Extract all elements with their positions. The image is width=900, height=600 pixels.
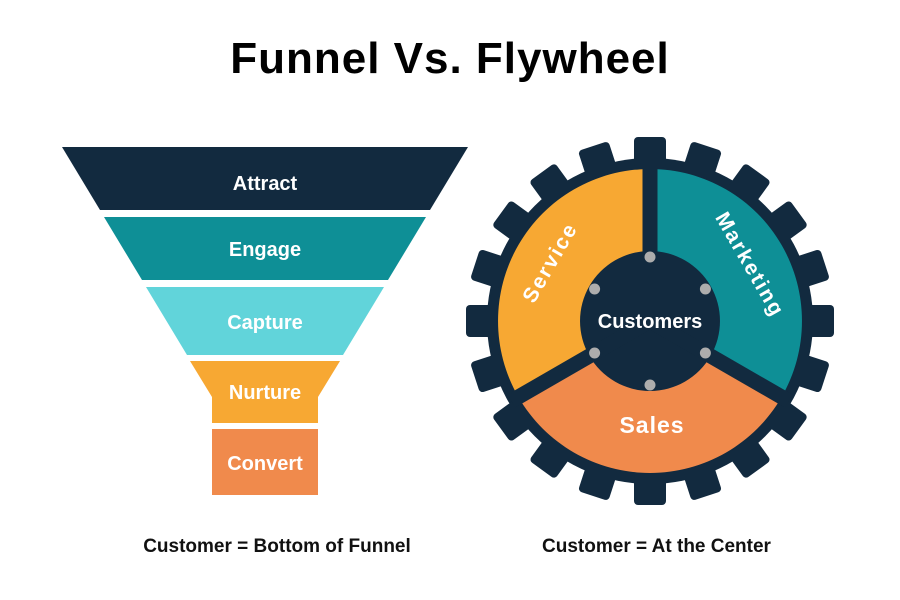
funnel-stage-label-capture: Capture xyxy=(227,312,303,334)
flywheel-segment-service xyxy=(498,169,650,397)
funnel-caption: Customer = Bottom of Funnel xyxy=(143,536,411,557)
funnel-diagram: Attract Engage Capture Nurture Convert xyxy=(62,147,468,495)
flywheel-diagram: Customers Service Marketing Sales xyxy=(466,137,834,505)
funnel-stage-engage xyxy=(104,217,426,280)
gear-teeth xyxy=(466,137,834,505)
flywheel-hub-label: Customers xyxy=(598,311,702,333)
funnel-stage-label-nurture: Nurture xyxy=(229,382,301,404)
segment-dividers xyxy=(507,161,793,408)
funnel-stage-label-convert: Convert xyxy=(227,453,303,475)
hub-dots xyxy=(589,251,711,391)
flywheel-segment-sales xyxy=(518,356,782,473)
flywheel-segment-marketing xyxy=(650,169,802,397)
funnel-stage-attract xyxy=(62,147,468,210)
funnel-stage-label-attract: Attract xyxy=(233,173,298,195)
funnel-stage-convert xyxy=(212,429,318,495)
funnel-stage-capture xyxy=(146,287,384,355)
funnel-stage-nurture xyxy=(190,361,340,423)
page-title: Funnel Vs. Flywheel xyxy=(230,34,670,83)
flywheel-caption: Customer = At the Center xyxy=(542,536,771,557)
flywheel-segment-label-sales: Sales xyxy=(619,412,684,438)
funnel-stage-label-engage: Engage xyxy=(229,239,301,261)
